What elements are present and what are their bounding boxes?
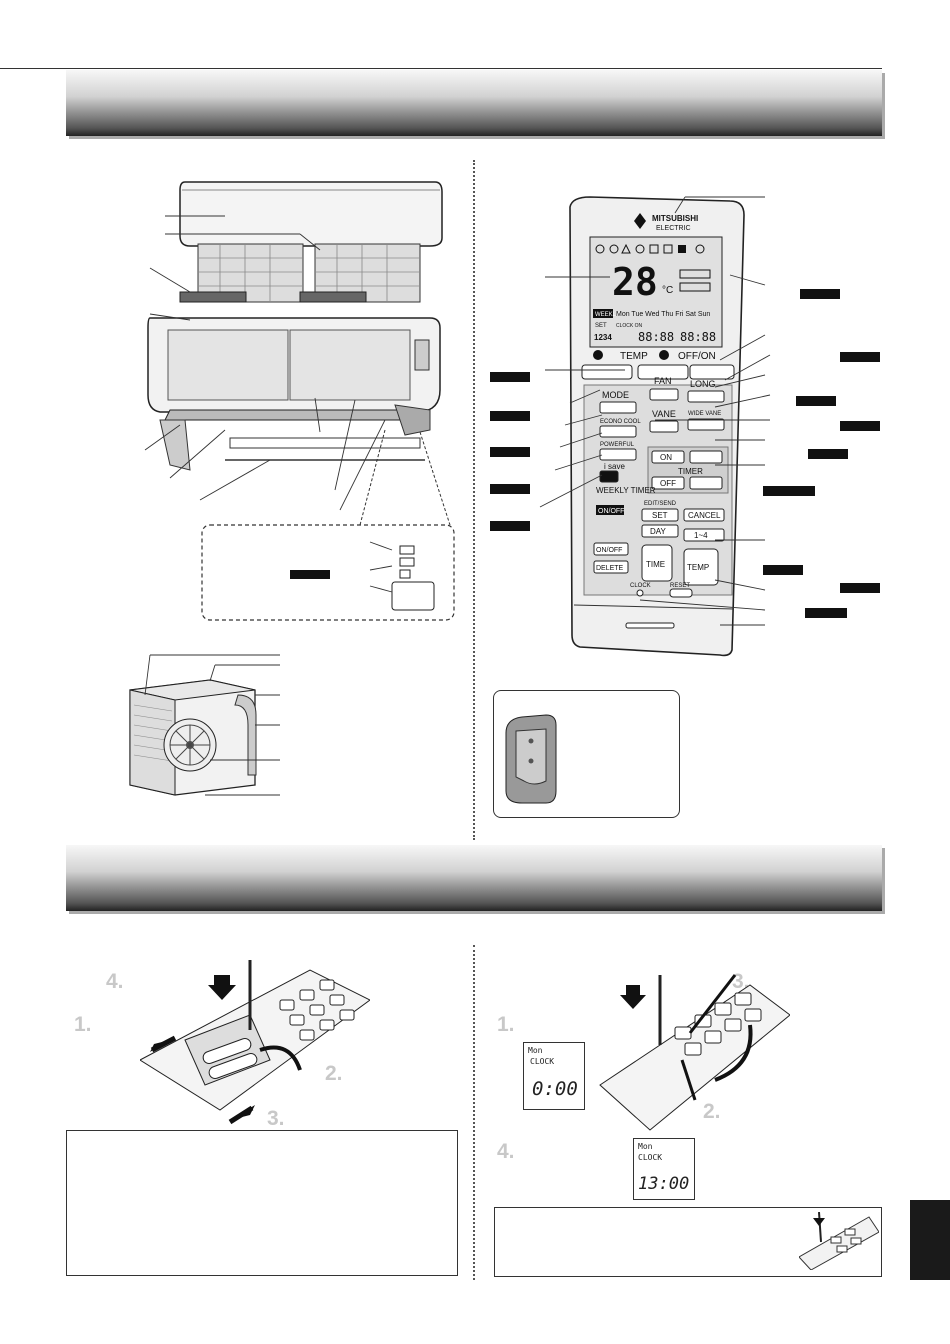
- remote-callout-lines: [539, 196, 771, 626]
- lcd-days: Mon Tue Wed Thu Fri Sat Sun: [616, 311, 710, 318]
- powerful-label: POWERFUL: [600, 442, 635, 448]
- weekly-timer-label: WEEKLY TIMER: [596, 486, 656, 495]
- wide-vane-label: WIDE VANE: [688, 411, 721, 417]
- timer-on-label: ON: [660, 453, 672, 462]
- clock-display-1: Mon CLOCK 0:00: [523, 1042, 585, 1110]
- label-block: [840, 421, 880, 431]
- label-block: [840, 352, 880, 362]
- clock-display-2-time: 13:00: [638, 1174, 690, 1194]
- clock-step-2: 2.: [703, 1100, 721, 1123]
- brand-sub-text: ELECTRIC: [656, 225, 691, 232]
- mode-label: MODE: [602, 390, 629, 400]
- long-label: LONG: [690, 379, 716, 389]
- clock-display-1-day: Mon: [528, 1046, 543, 1055]
- column-divider-top: [473, 160, 475, 840]
- timer-label: TIMER: [678, 467, 703, 476]
- battery-note-box: [66, 1130, 458, 1276]
- lcd-time-1: 88:88: [638, 330, 674, 344]
- fan-label: FAN: [654, 376, 672, 386]
- clock-step-3: 3.: [732, 970, 750, 993]
- temp-button-label: TEMP: [687, 563, 709, 572]
- reset-label: RESET: [670, 583, 690, 589]
- clock-display-2-day: Mon: [638, 1142, 653, 1151]
- clock-display-1-time: 0:00: [532, 1078, 578, 1100]
- temp-label: TEMP: [620, 351, 648, 362]
- day-button-label: DAY: [650, 527, 667, 536]
- clock-display-2-label: CLOCK: [638, 1153, 663, 1162]
- battery-illustration: [140, 960, 370, 1125]
- remote-controller: MITSUBISHI ELECTRIC 28 °C WEEKLY Mon Tue…: [569, 196, 745, 657]
- section-header-setup: [66, 845, 882, 911]
- clock-setting-illustration: [599, 974, 790, 1131]
- label-block: [805, 608, 847, 618]
- timer-off-label: OFF: [660, 479, 676, 488]
- weekly-on-off-label: ON/OFF: [598, 508, 624, 515]
- clock-display-2: Mon CLOCK 13:00: [633, 1138, 695, 1200]
- label-block: [490, 521, 530, 531]
- lcd-clock-on: CLOCK ON: [616, 323, 643, 329]
- remote-holder-icon: [505, 714, 557, 804]
- clock-label: CLOCK: [630, 583, 651, 589]
- battery-step-1: 1.: [74, 1013, 92, 1036]
- label-block: [796, 396, 836, 406]
- label-block: [763, 565, 803, 575]
- off-on-label: OFF/ON: [678, 351, 716, 362]
- lcd-unit: °C: [662, 285, 673, 296]
- label-block: [840, 583, 880, 593]
- lcd-set: SET: [595, 323, 607, 329]
- i-save-label: i save: [604, 462, 625, 471]
- lcd-weekly: WEEKLY: [595, 312, 620, 318]
- top-rule: [0, 68, 882, 69]
- time-button-label: TIME: [646, 560, 665, 569]
- indoor-unit-illustration: [144, 181, 455, 621]
- lcd-number: 1234: [594, 333, 612, 342]
- section-header-parts: [66, 70, 882, 136]
- delete-button-label: DELETE: [596, 565, 624, 572]
- clock-step-4: 4.: [497, 1140, 515, 1163]
- lcd-temperature: 28: [612, 260, 658, 304]
- clock-step-1: 1.: [497, 1013, 515, 1036]
- reset-detail-icon: [799, 1212, 879, 1270]
- remote-holder-box: [493, 690, 680, 818]
- clock-display-1-label: CLOCK: [530, 1057, 555, 1066]
- label-block: [800, 289, 840, 299]
- battery-step-2: 2.: [325, 1062, 343, 1085]
- label-block: [490, 484, 530, 494]
- set-button-label: SET: [652, 511, 668, 520]
- label-block: [763, 486, 815, 496]
- battery-step-4: 4.: [106, 970, 124, 993]
- cancel-button-label: CANCEL: [688, 511, 721, 520]
- range-button-label: 1~4: [694, 531, 708, 540]
- label-block: [490, 411, 530, 421]
- battery-step-3: 3.: [267, 1107, 285, 1130]
- brand-text: MITSUBISHI: [652, 214, 698, 223]
- on-off-button-label: ON/OFF: [596, 547, 622, 554]
- clock-note-box: [494, 1207, 882, 1277]
- outdoor-unit-illustration: [129, 654, 280, 796]
- label-block: [808, 449, 848, 459]
- label-block: [490, 447, 530, 457]
- lcd-time-2: 88:88: [680, 330, 716, 344]
- label-block: [490, 372, 530, 382]
- edit-send-label: EDIT/SEND: [644, 501, 677, 507]
- econo-cool-label: ECONO COOL: [600, 419, 641, 425]
- vane-label: VANE: [652, 409, 676, 419]
- column-divider-bottom: [473, 945, 475, 1280]
- page-side-tab: [910, 1200, 950, 1280]
